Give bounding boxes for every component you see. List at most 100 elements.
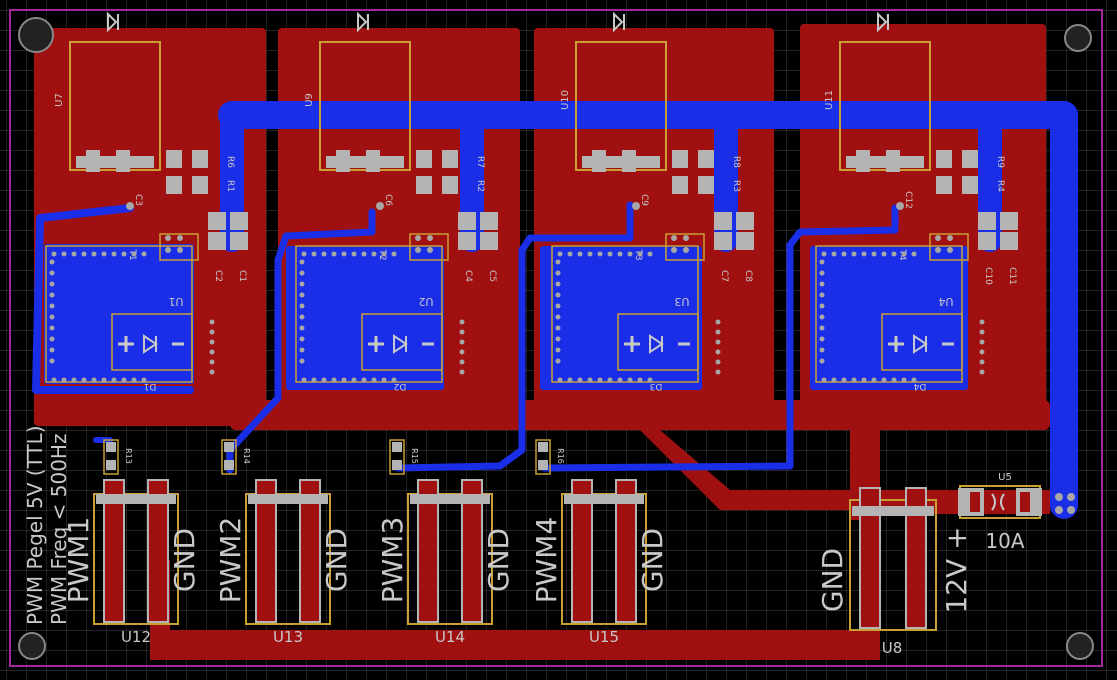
diode-ref-label: D4 [913,381,926,391]
mounting-hole-top-left [18,17,54,53]
capacitor-label-a: C4 [463,270,473,282]
resistor-pad [538,460,548,470]
via [947,235,953,241]
module-pin [51,377,57,383]
note-line-1: PWM Pegel 5V (TTL) [23,425,47,625]
driver-module: U9R7R2C4C5T2C6U2D2 [295,11,498,391]
ic-pin [592,150,606,172]
resistor-pad [962,150,978,168]
connector-pin1-label: PWM1 [62,517,95,604]
connector-pin2-label: GND [320,528,353,592]
module-pin [715,319,721,325]
module-pin [49,358,55,364]
module-pin [567,377,573,383]
module-pin [647,377,653,383]
via [165,247,171,253]
module-pin [121,377,127,383]
module-pin [351,251,357,257]
connector-pin-2 [147,479,169,623]
module-pin [111,377,117,383]
resistor-pad [672,176,688,194]
capacitor-label-big: C12 [903,191,913,209]
capacitor-label-a: C2 [213,270,223,282]
module-pin [111,251,117,257]
module-pin [101,377,107,383]
module-pin [819,325,825,331]
capacitor-pad [714,232,732,250]
connector-pin2-label: GND [168,528,201,592]
power-ref-label: U8 [882,639,903,657]
module-pin [209,319,215,325]
via [376,202,384,210]
module-pin [607,377,613,383]
module-pin [715,329,721,335]
ic-pin [336,150,350,172]
fuse-pad-2-copper [1020,492,1030,512]
resistor-outline [389,439,405,475]
module-pin [391,377,397,383]
resistor-ref-label: R15 [410,448,419,464]
module-pin [979,339,985,345]
module-pin [301,251,307,257]
module-pin [299,292,305,298]
fuse-pad-1-copper [970,492,980,512]
diode-arrow-icon [613,11,625,33]
module-pin [637,377,643,383]
mounting-holes [18,17,1094,660]
resistor-outline [103,439,119,475]
capacitor-pad [736,232,754,250]
fuse: U5 10A [958,472,1042,553]
resistor-pad [192,150,208,168]
module-pin [321,377,327,383]
capacitor-pad [1000,212,1018,230]
module-pin [381,251,387,257]
module-pin [555,303,561,309]
module-pin [555,314,561,320]
resistor-pad [224,442,234,452]
capacitor-label-b: C11 [1007,267,1017,285]
module-pin [49,347,55,353]
resistor-label-bottom: R4 [995,180,1005,192]
module-pin [819,281,825,287]
resistor-label-top: R7 [475,156,485,168]
module-pin [597,377,603,383]
resistor-pad [106,442,116,452]
module-pin [51,251,57,257]
via [935,235,941,241]
via [896,202,904,210]
module-pin [71,377,77,383]
board-notes: PWM Pegel 5V (TTL) PWM Freq < 500Hz [23,425,71,625]
module-pin [557,251,563,257]
resistor-pad [392,442,402,452]
ic-ref-label: U7 [54,93,65,107]
resistor-label-bottom: R2 [475,180,485,192]
note-line-2: PWM Freq < 500Hz [47,434,71,625]
resistor-pad [698,150,714,168]
module-pin [861,251,867,257]
blue-pour-u3 [540,246,702,390]
capacitor-pad [458,212,476,230]
blue-pour-u4 [810,246,968,390]
module-pin [361,377,367,383]
module-pin [979,349,985,355]
power-pin-1 [859,487,881,629]
module-pin [209,359,215,365]
module-pin [871,251,877,257]
module-pin [861,377,867,383]
module-pin [555,347,561,353]
via [415,235,421,241]
ic-pin [886,150,900,172]
module-pin [299,281,305,287]
connector-ref-label: U13 [273,628,303,646]
module-pin [371,251,377,257]
module-ref-label: U3 [674,295,689,308]
module-pin [901,377,907,383]
ic-outline [575,41,667,171]
connector-header [564,494,644,504]
resistor-pad [392,460,402,470]
module-pin [881,377,887,383]
module-pin [311,251,317,257]
module-pin [821,251,827,257]
module-pin [49,292,55,298]
diode-icon [143,334,158,354]
